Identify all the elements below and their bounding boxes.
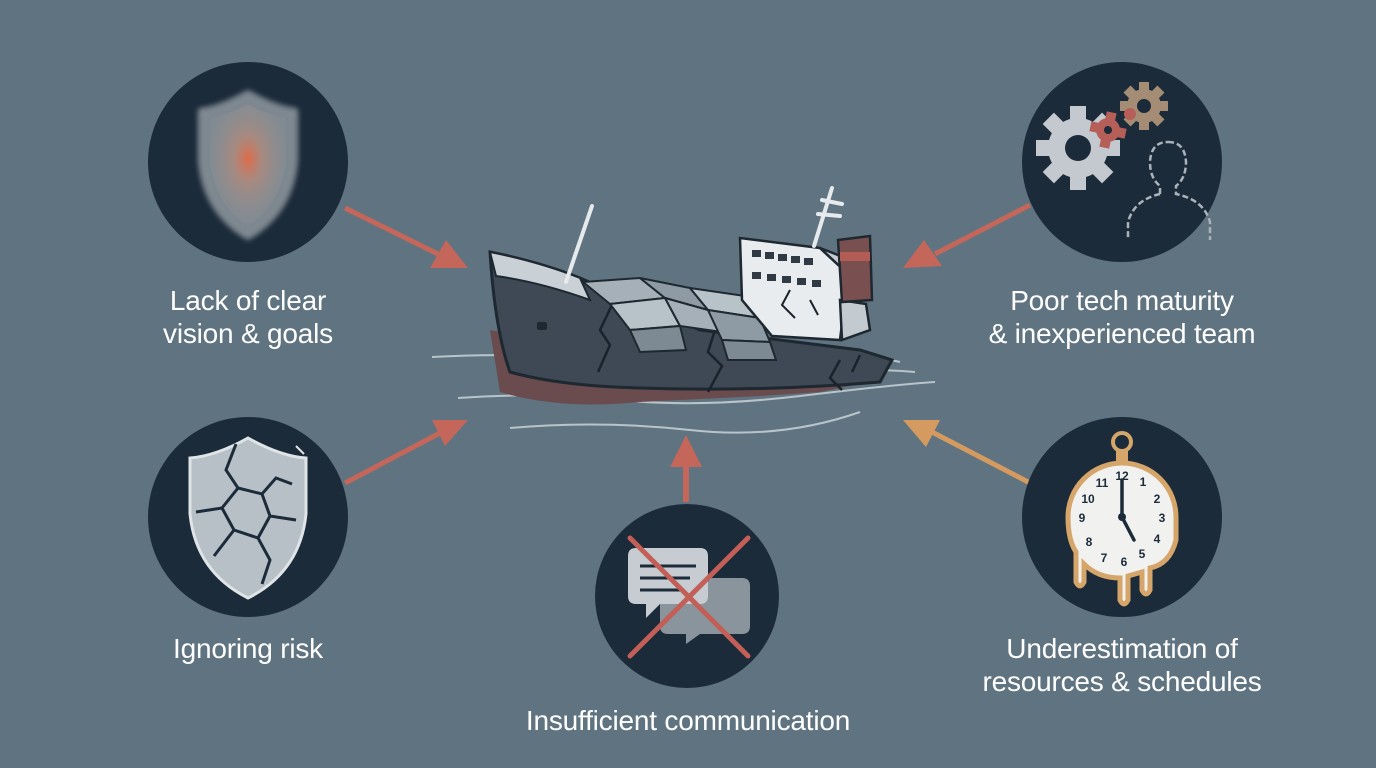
- label-tech-line1: Poor tech maturity: [1010, 285, 1234, 316]
- crossed-chat-icon: [595, 504, 779, 688]
- clock-number-7: 7: [1101, 551, 1108, 565]
- arrow-vision: [343, 205, 468, 268]
- gears-person-icon: [1022, 62, 1222, 262]
- clock-number-8: 8: [1086, 535, 1093, 549]
- arrow-resources: [903, 420, 1032, 486]
- arrow-tech: [903, 202, 1032, 268]
- clock-number-11: 11: [1096, 476, 1109, 490]
- clock-number-12: 12: [1115, 469, 1129, 483]
- clock-number-3: 3: [1159, 511, 1166, 525]
- clock-number-4: 4: [1154, 532, 1161, 546]
- label-resources-line1: Underestimation of: [1006, 633, 1238, 664]
- label-tech-team: Poor tech maturity & inexperienced team: [962, 284, 1282, 350]
- melting-stopwatch-icon: 12 1 2 3 4 5 6 7 8 9 10 11: [1022, 417, 1222, 617]
- clock-number-2: 2: [1154, 492, 1161, 506]
- label-communication: Insufficient communication: [478, 704, 898, 737]
- label-vision-line1: Lack of clear: [169, 285, 327, 316]
- label-vision-line2: vision & goals: [163, 318, 333, 349]
- clock-number-1: 1: [1140, 475, 1147, 489]
- label-risk-line1: Ignoring risk: [173, 633, 323, 664]
- arrow-risk: [343, 420, 468, 486]
- label-tech-line2: & inexperienced team: [988, 318, 1256, 349]
- cracked-shield-icon: [148, 417, 348, 617]
- sinking-ship-icon: [431, 186, 936, 434]
- clock-number-10: 10: [1081, 492, 1095, 506]
- label-communication-line1: Insufficient communication: [525, 705, 851, 736]
- label-ignoring-risk: Ignoring risk: [118, 632, 378, 665]
- label-resources-schedules: Underestimation of resources & schedules: [962, 632, 1282, 698]
- clock-number-5: 5: [1139, 547, 1146, 561]
- arrow-communication: [670, 435, 702, 502]
- label-vision-goals: Lack of clear vision & goals: [118, 284, 378, 350]
- shield-glow-icon: [148, 62, 348, 262]
- clock-number-6: 6: [1121, 555, 1128, 569]
- clock-number-9: 9: [1079, 511, 1086, 525]
- label-resources-line2: resources & schedules: [982, 666, 1262, 697]
